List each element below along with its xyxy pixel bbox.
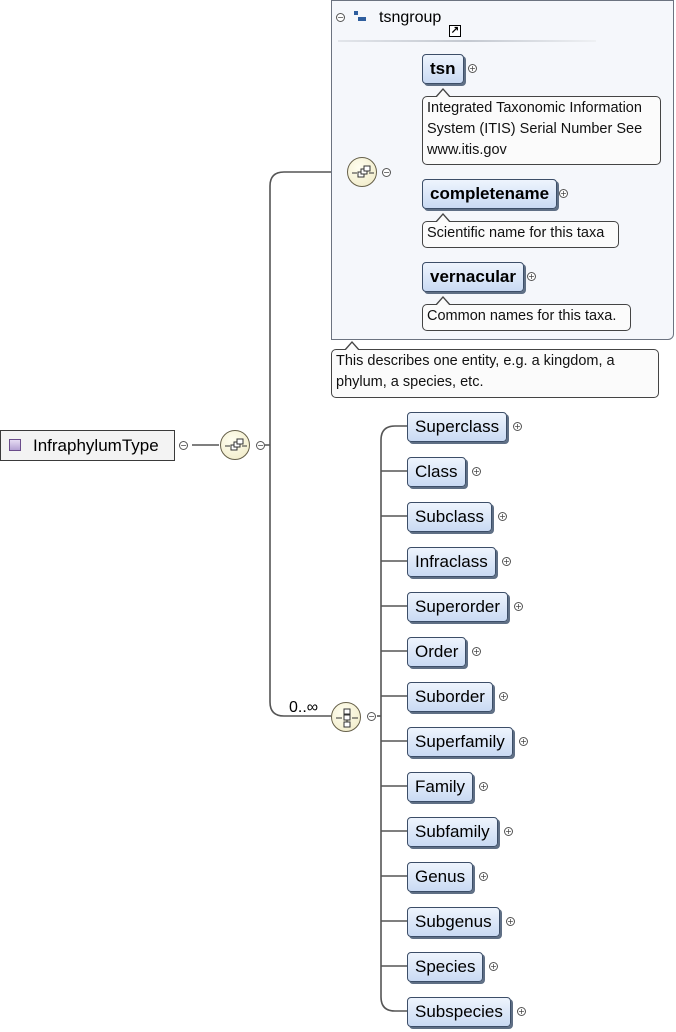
- expand-plus-icon[interactable]: +: [489, 962, 498, 971]
- collapse-minus-icon[interactable]: −: [367, 712, 376, 721]
- expand-plus-icon[interactable]: +: [472, 467, 481, 476]
- element-class[interactable]: Class: [407, 457, 466, 487]
- element-infraclass[interactable]: Infraclass: [407, 547, 496, 577]
- element-completename[interactable]: completename: [422, 179, 558, 209]
- element-tsn[interactable]: tsn: [422, 54, 464, 84]
- expand-plus-icon[interactable]: +: [514, 602, 523, 611]
- sequence-compositor-icon[interactable]: [220, 430, 250, 460]
- expand-plus-icon[interactable]: +: [468, 64, 477, 73]
- annotation-tsn: Integrated Taxonomic Information System …: [422, 88, 661, 165]
- complex-type-icon: [9, 439, 21, 451]
- expand-plus-icon[interactable]: +: [517, 1007, 526, 1016]
- expand-plus-icon[interactable]: +: [499, 692, 508, 701]
- element-family[interactable]: Family: [407, 772, 474, 802]
- element-order[interactable]: Order: [407, 637, 467, 667]
- element-subgenus[interactable]: Subgenus: [407, 907, 500, 937]
- element-subfamily[interactable]: Subfamily: [407, 817, 498, 847]
- expand-plus-icon[interactable]: +: [479, 872, 488, 881]
- element-genus[interactable]: Genus: [407, 862, 474, 892]
- expand-plus-icon[interactable]: +: [502, 557, 511, 566]
- annotation-group: This describes one entity, e.g. a kingdo…: [331, 341, 659, 398]
- expand-plus-icon[interactable]: +: [513, 422, 522, 431]
- choice-compositor-icon[interactable]: [331, 702, 361, 732]
- expand-plus-icon[interactable]: +: [504, 827, 513, 836]
- group-separator: [338, 40, 596, 42]
- collapse-minus-icon[interactable]: −: [382, 168, 391, 177]
- element-superorder[interactable]: Superorder: [407, 592, 509, 622]
- element-species[interactable]: Species: [407, 952, 484, 982]
- element-subspecies[interactable]: Subspecies: [407, 997, 511, 1027]
- expand-plus-icon[interactable]: +: [498, 512, 507, 521]
- annotation-completename: Scientific name for this taxa: [422, 213, 619, 248]
- element-vernacular[interactable]: vernacular: [422, 262, 524, 292]
- complex-type-root[interactable]: InfraphylumType: [0, 430, 175, 461]
- expand-plus-icon[interactable]: +: [519, 737, 528, 746]
- sequence-compositor-icon[interactable]: [347, 157, 377, 187]
- multiplicity-label: 0..∞: [289, 699, 319, 716]
- element-suborder[interactable]: Suborder: [407, 682, 493, 712]
- element-subclass[interactable]: Subclass: [407, 502, 492, 532]
- collapse-minus-icon[interactable]: −: [179, 441, 188, 450]
- expand-plus-icon[interactable]: +: [472, 647, 481, 656]
- element-superclass[interactable]: Superclass: [407, 412, 508, 442]
- collapse-minus-icon[interactable]: −: [336, 13, 345, 22]
- element-superfamily[interactable]: Superfamily: [407, 727, 513, 757]
- group-icon: [354, 11, 366, 21]
- complex-type-label: InfraphylumType: [33, 436, 159, 455]
- group-title: tsngroup: [379, 9, 442, 26]
- annotation-vernacular: Common names for this taxa.: [422, 296, 631, 331]
- expand-plus-icon[interactable]: +: [527, 272, 536, 281]
- expand-plus-icon[interactable]: +: [479, 782, 488, 791]
- collapse-minus-icon[interactable]: −: [256, 441, 265, 450]
- expand-plus-icon[interactable]: +: [506, 917, 515, 926]
- expand-plus-icon[interactable]: +: [559, 189, 568, 198]
- link-arrow-icon[interactable]: ↗: [449, 25, 461, 37]
